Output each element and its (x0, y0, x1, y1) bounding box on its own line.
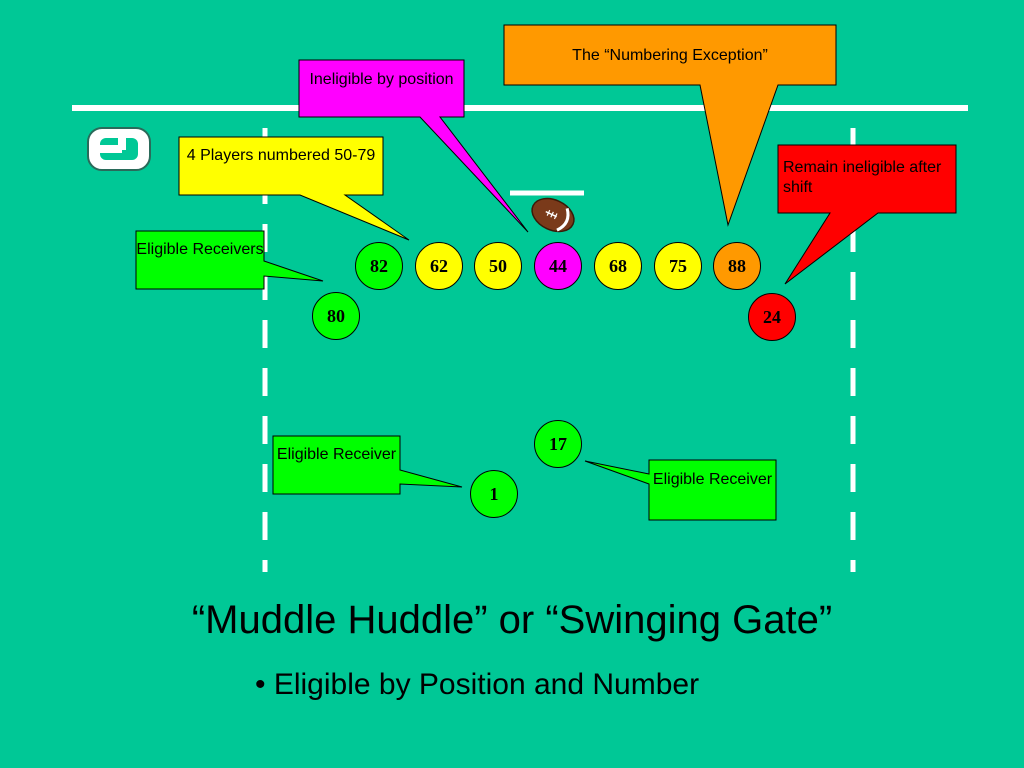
callout-eligible-receivers (135, 230, 324, 290)
player-62: 62 (415, 242, 463, 290)
callout-remain-ineligible (777, 144, 957, 285)
player-44: 44 (534, 242, 582, 290)
callout-eligible-receiver-left-text: Eligible Receiver (276, 446, 397, 463)
callout-ineligible-position (298, 59, 529, 233)
callout-ineligible-position-text: Ineligible by position (309, 71, 454, 88)
player-17: 17 (534, 420, 582, 468)
callout-eligible-receiver-right (584, 459, 777, 521)
callout-four-players-text: 4 Players numbered 50-79 (186, 147, 376, 164)
callout-eligible-receiver-left (272, 435, 463, 495)
player-80: 80 (312, 292, 360, 340)
callout-four-players (178, 136, 410, 241)
callout-numbering-exception (503, 24, 837, 227)
callout-eligible-receiver-right-text: Eligible Receiver (652, 471, 773, 488)
callout-remain-ineligible-text: Remain ineligible after shift (783, 159, 942, 196)
g-logo-icon (87, 127, 151, 171)
player-75: 75 (654, 242, 702, 290)
player-50: 50 (474, 242, 522, 290)
player-68: 68 (594, 242, 642, 290)
player-24: 24 (748, 293, 796, 341)
football-icon (531, 197, 575, 233)
slide-title: “Muddle Huddle” or “Swinging Gate” (191, 598, 833, 642)
player-88: 88 (713, 242, 761, 290)
slide-bullet: • Eligible by Position and Number (255, 668, 700, 701)
player-82: 82 (355, 242, 403, 290)
callout-numbering-exception-text: The “Numbering Exception” (572, 47, 768, 64)
callout-eligible-receivers-text: Eligible Receivers (136, 241, 264, 258)
player-1: 1 (470, 470, 518, 518)
